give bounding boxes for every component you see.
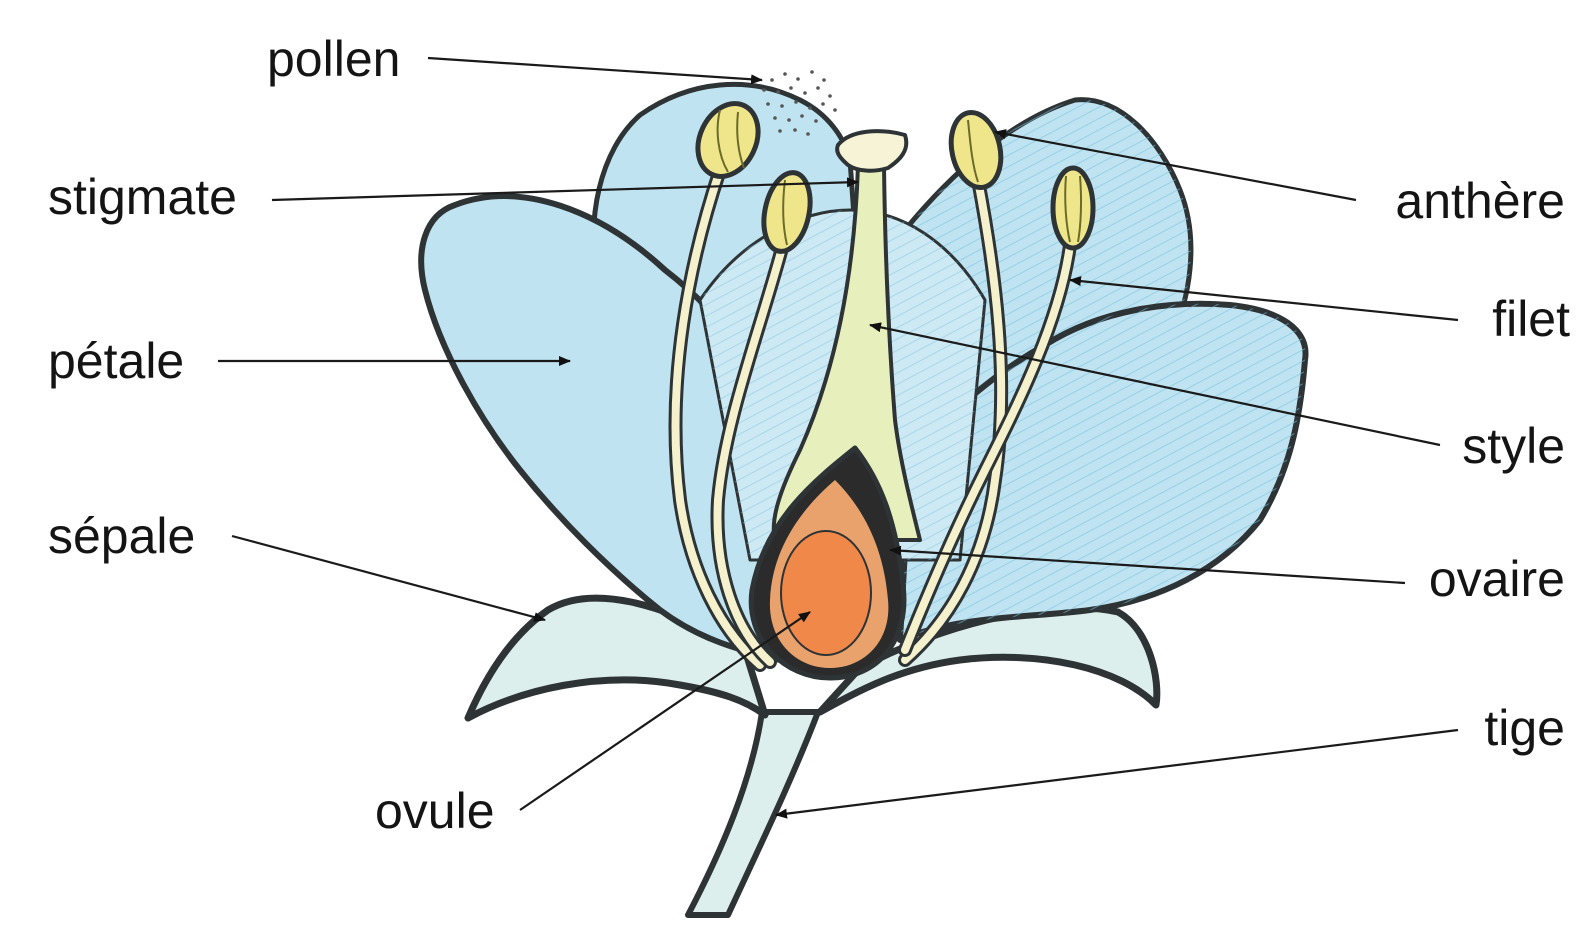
leader-sepale	[232, 536, 545, 620]
flower-illustration	[421, 70, 1305, 915]
label-ovule: ovule	[375, 783, 495, 839]
label-ovaire: ovaire	[1429, 551, 1565, 607]
label-tige: tige	[1484, 700, 1565, 756]
stigma	[837, 131, 906, 171]
ovule-body	[781, 531, 871, 655]
stem	[688, 712, 818, 915]
label-style: style	[1462, 418, 1565, 474]
leader-tige	[776, 730, 1458, 815]
label-stigmate: stigmate	[48, 169, 237, 225]
leader-pollen	[428, 58, 762, 80]
label-anthere: anthère	[1395, 173, 1565, 229]
label-sepale: sépale	[48, 508, 195, 564]
label-petale: pétale	[48, 333, 184, 389]
anther-4	[1053, 168, 1093, 248]
label-filet: filet	[1492, 291, 1570, 347]
label-pollen: pollen	[267, 31, 400, 87]
